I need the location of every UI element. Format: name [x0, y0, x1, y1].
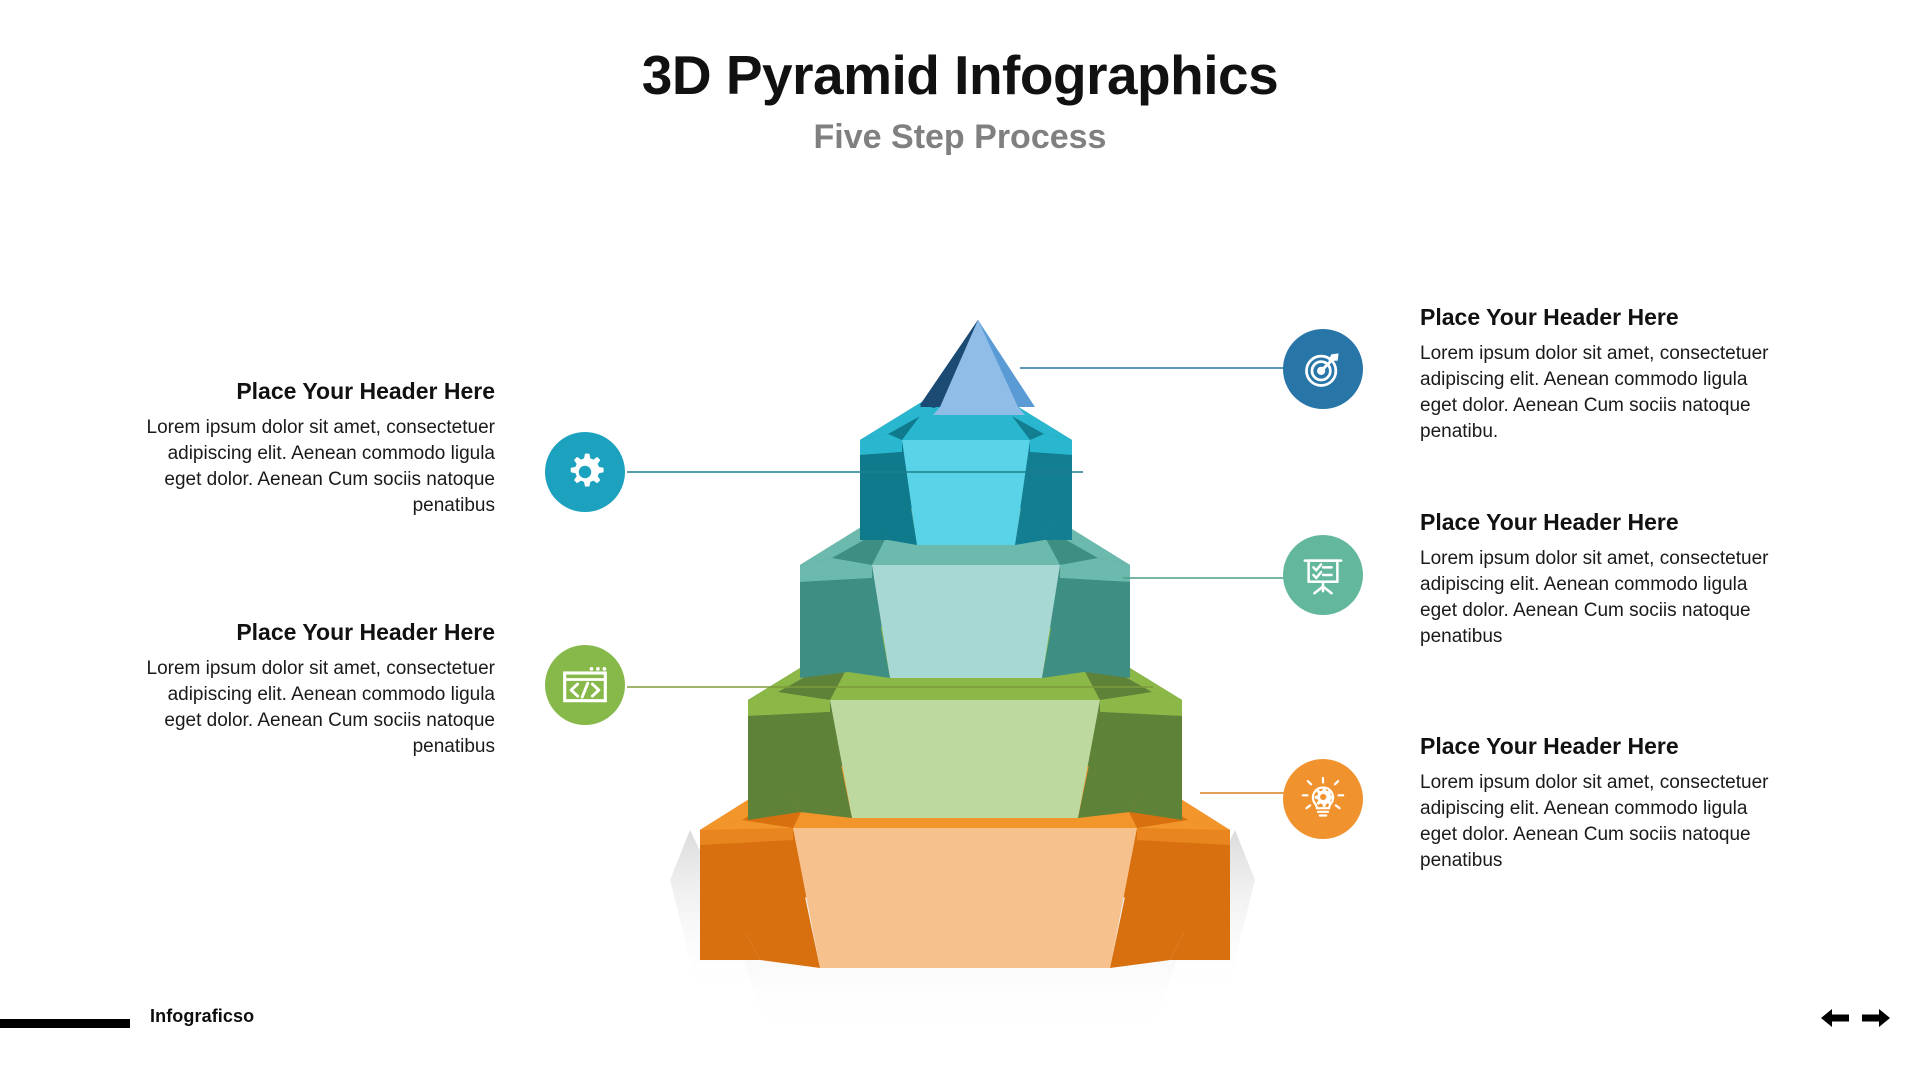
page-title: 3D Pyramid Infographics: [641, 44, 1279, 106]
icon-badge-code[interactable]: [545, 645, 625, 725]
arrow-right-icon[interactable]: [1860, 1006, 1892, 1030]
pyramid-layer-cyan: [860, 387, 1072, 545]
info-body-step-3: Lorem ipsum dolor sit amet, consectetuer…: [1420, 547, 1769, 648]
code-window-icon: [563, 667, 607, 703]
info-header-step-3: Place Your Header Here: [1420, 509, 1679, 535]
info-block-step-5: Place Your Header Here Lorem ipsum dolor…: [1420, 733, 1775, 874]
pyramid-layer-apex: [920, 320, 1035, 415]
footer-accent-bar: [0, 1019, 130, 1028]
icon-badge-lightbulb[interactable]: [1283, 759, 1363, 839]
info-header-step-1: Place Your Header Here: [1420, 304, 1679, 330]
presentation-checklist-icon: [1303, 559, 1343, 595]
pyramid-ground-shadow: [670, 830, 1255, 1040]
page-subtitle: Five Step Process: [813, 118, 1107, 157]
info-block-step-3: Place Your Header Here Lorem ipsum dolor…: [1420, 509, 1775, 650]
info-block-step-4: Place Your Header Here Lorem ipsum dolor…: [140, 619, 496, 760]
pyramid-layer-teal: [800, 494, 1130, 678]
title-block: 3D Pyramid Infographics Five Step Proces…: [0, 44, 1920, 157]
icon-badge-gear[interactable]: [545, 432, 625, 512]
target-icon: [1305, 353, 1339, 387]
info-header-step-4: Place Your Header Here: [236, 619, 495, 645]
pyramid-layer-green: [748, 617, 1182, 820]
info-header-step-2: Place Your Header Here: [236, 378, 495, 404]
info-body-step-2: Lorem ipsum dolor sit amet, consectetuer…: [146, 416, 496, 517]
footer-brand: Infograficso: [150, 1006, 255, 1026]
info-body-step-5: Lorem ipsum dolor sit amet, consectetuer…: [1420, 771, 1769, 872]
connector-lines: [627, 367, 1293, 794]
arrow-left-icon[interactable]: [1819, 1006, 1851, 1030]
info-body-step-1: Lorem ipsum dolor sit amet, consectetuer…: [1420, 342, 1769, 443]
info-block-step-2: Place Your Header Here Lorem ipsum dolor…: [140, 378, 496, 519]
pyramid-layer-orange: [700, 735, 1230, 968]
gear-icon: [570, 453, 604, 487]
icon-badge-target[interactable]: [1283, 329, 1363, 409]
info-header-step-5: Place Your Header Here: [1420, 733, 1679, 759]
info-body-step-4: Lorem ipsum dolor sit amet, consectetuer…: [146, 657, 496, 758]
info-block-step-1: Place Your Header Here Lorem ipsum dolor…: [1420, 304, 1775, 445]
slide-navigation: [1819, 1006, 1892, 1030]
icon-badge-presentation[interactable]: [1283, 535, 1363, 615]
lightbulb-gear-icon: [1301, 776, 1345, 817]
